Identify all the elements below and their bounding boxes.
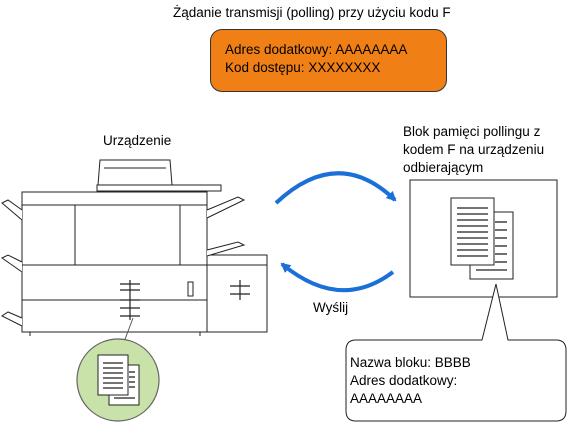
block-info-text: Nazwa bloku: BBBB Adres dodatkowy: AAAAA… <box>350 354 471 408</box>
document-stack-icon <box>97 354 140 406</box>
block-info-callout <box>345 283 567 422</box>
curved-arrow-icon <box>274 171 397 205</box>
diagram-title: Żądanie transmisji (polling) przy użyciu… <box>173 5 451 20</box>
block-info-line3: AAAAAAAA <box>350 391 423 406</box>
document-circle <box>76 317 160 422</box>
memory-box <box>409 179 558 298</box>
request-box-line2: Kod dostępu: XXXXXXXX <box>225 60 381 75</box>
block-info-line1: Nazwa bloku: BBBB <box>350 355 471 370</box>
device-label: Urządzenie <box>103 133 172 148</box>
curved-arrow-icon <box>280 262 395 293</box>
request-box-line1: Adres dodatkowy: AAAAAAAA <box>225 42 408 57</box>
memory-box-label-line3: odbierającym <box>403 160 484 175</box>
request-box: Adres dodatkowy: AAAAAAAA Kod dostępu: X… <box>210 29 447 92</box>
copier-icon <box>1 159 268 336</box>
block-info-line2: Adres dodatkowy: <box>350 373 458 388</box>
memory-box-label-line1: Blok pamięci pollingu z <box>403 124 541 139</box>
memory-box-label-line2: kodem F na urządzeniu <box>403 142 545 157</box>
memory-box-label: Blok pamięci pollingu z kodem F na urząd… <box>403 123 544 177</box>
send-label: Wyślij <box>313 300 349 315</box>
document-stack-icon <box>450 197 514 280</box>
